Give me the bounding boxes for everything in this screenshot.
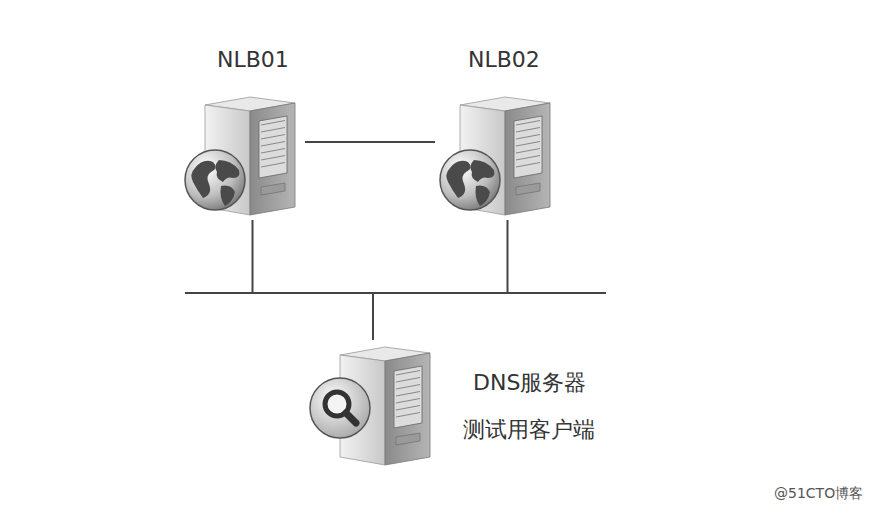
- bus-line-left: [185, 292, 256, 294]
- bus-line-right: [507, 292, 606, 294]
- network-link: [253, 220, 374, 340]
- dns-client-node: DNS服务器测试用客户端: [305, 340, 645, 470]
- server-name: NLB02: [468, 47, 540, 72]
- server-node: NLB01: [180, 45, 305, 220]
- node-caption: 测试用客户端: [463, 415, 595, 445]
- server-name: NLB01: [217, 47, 289, 72]
- watermark: @51CTO博客: [774, 485, 863, 503]
- server-icon: [180, 80, 305, 220]
- node-caption: DNS服务器: [473, 368, 586, 398]
- server-icon: [435, 80, 560, 220]
- network-link: [305, 141, 435, 143]
- network-link: [373, 220, 508, 340]
- dns-server-icon: [305, 340, 435, 470]
- server-node: NLB02: [435, 45, 560, 220]
